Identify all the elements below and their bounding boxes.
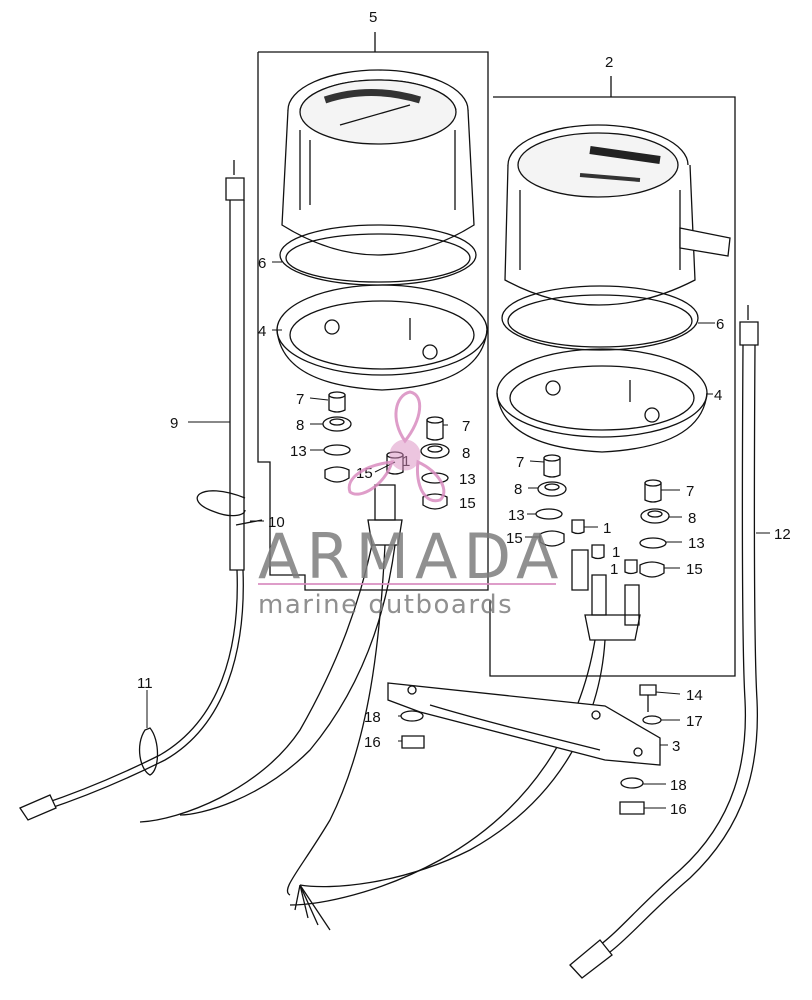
- callout-1-right-c: 1: [610, 561, 618, 578]
- callout-4-right: 4: [714, 387, 722, 404]
- watermark-tagline: marine outboards: [258, 590, 513, 620]
- callout-8-right-b: 8: [688, 510, 696, 527]
- right-socket-harness: [289, 549, 641, 931]
- callout-17: 17: [686, 713, 703, 730]
- callout-12: 12: [774, 526, 791, 543]
- callout-6-right: 6: [716, 316, 724, 333]
- callout-16-left: 16: [364, 734, 381, 751]
- callout-10: 10: [268, 514, 285, 531]
- assembly-2-frame: [489, 76, 736, 677]
- callout-labels: 5 2 6 4 6 4 7 8 13 15 1 7 8 13 15 7 8 13…: [137, 9, 791, 818]
- callout-15-right-a: 15: [506, 530, 523, 547]
- right-gauge-ring-6: [501, 285, 699, 351]
- watermark-brand: ARMADA: [258, 520, 564, 593]
- left-socket-harness: [139, 484, 403, 896]
- callout-2: 2: [605, 54, 613, 71]
- callout-4-left: 4: [258, 323, 266, 340]
- fasteners-left: [400, 710, 425, 749]
- tach-cable-12: [569, 305, 759, 979]
- left-gauge-cup-4: [276, 284, 488, 391]
- callout-15-left-b: 15: [459, 495, 476, 512]
- callout-5: 5: [369, 9, 377, 26]
- callout-15-right-b: 15: [686, 561, 703, 578]
- callout-13-left-b: 13: [459, 471, 476, 488]
- callout-11: 11: [137, 675, 153, 692]
- right-parts-stack: [535, 454, 670, 578]
- watermark: ARMADA marine outboards: [258, 390, 564, 620]
- right-gauge: [504, 124, 731, 306]
- callout-13-right-a: 13: [508, 507, 525, 524]
- assembly-5-frame: [257, 32, 489, 591]
- fasteners-right: [619, 684, 662, 815]
- leader-lines: [146, 261, 770, 809]
- callout-8-left-a: 8: [296, 417, 304, 434]
- bracket-3: [387, 682, 661, 766]
- callout-18-right: 18: [670, 777, 687, 794]
- callout-7-left-a: 7: [296, 391, 304, 408]
- callout-13-right-b: 13: [688, 535, 705, 552]
- callout-7-right-a: 7: [516, 454, 524, 471]
- callout-13-left-a: 13: [290, 443, 307, 460]
- callout-7-right-b: 7: [686, 483, 694, 500]
- callout-3: 3: [672, 738, 680, 755]
- callout-1-right-b: 1: [612, 544, 620, 561]
- left-gauge: [281, 69, 475, 256]
- speedo-cable-9: [19, 160, 245, 821]
- callout-7-left-b: 7: [462, 418, 470, 435]
- callout-9: 9: [170, 415, 178, 432]
- clip-11: [138, 727, 159, 776]
- callout-16-right: 16: [670, 801, 687, 818]
- callout-6-left: 6: [258, 255, 266, 272]
- callout-18-left: 18: [364, 709, 381, 726]
- propeller-logo-icon: [347, 390, 446, 503]
- callout-14: 14: [686, 687, 703, 704]
- callout-8-right-a: 8: [514, 481, 522, 498]
- callout-8-left-b: 8: [462, 445, 470, 462]
- right-gauge-cup-4: [496, 348, 708, 453]
- callout-1-right-a: 1: [603, 520, 611, 537]
